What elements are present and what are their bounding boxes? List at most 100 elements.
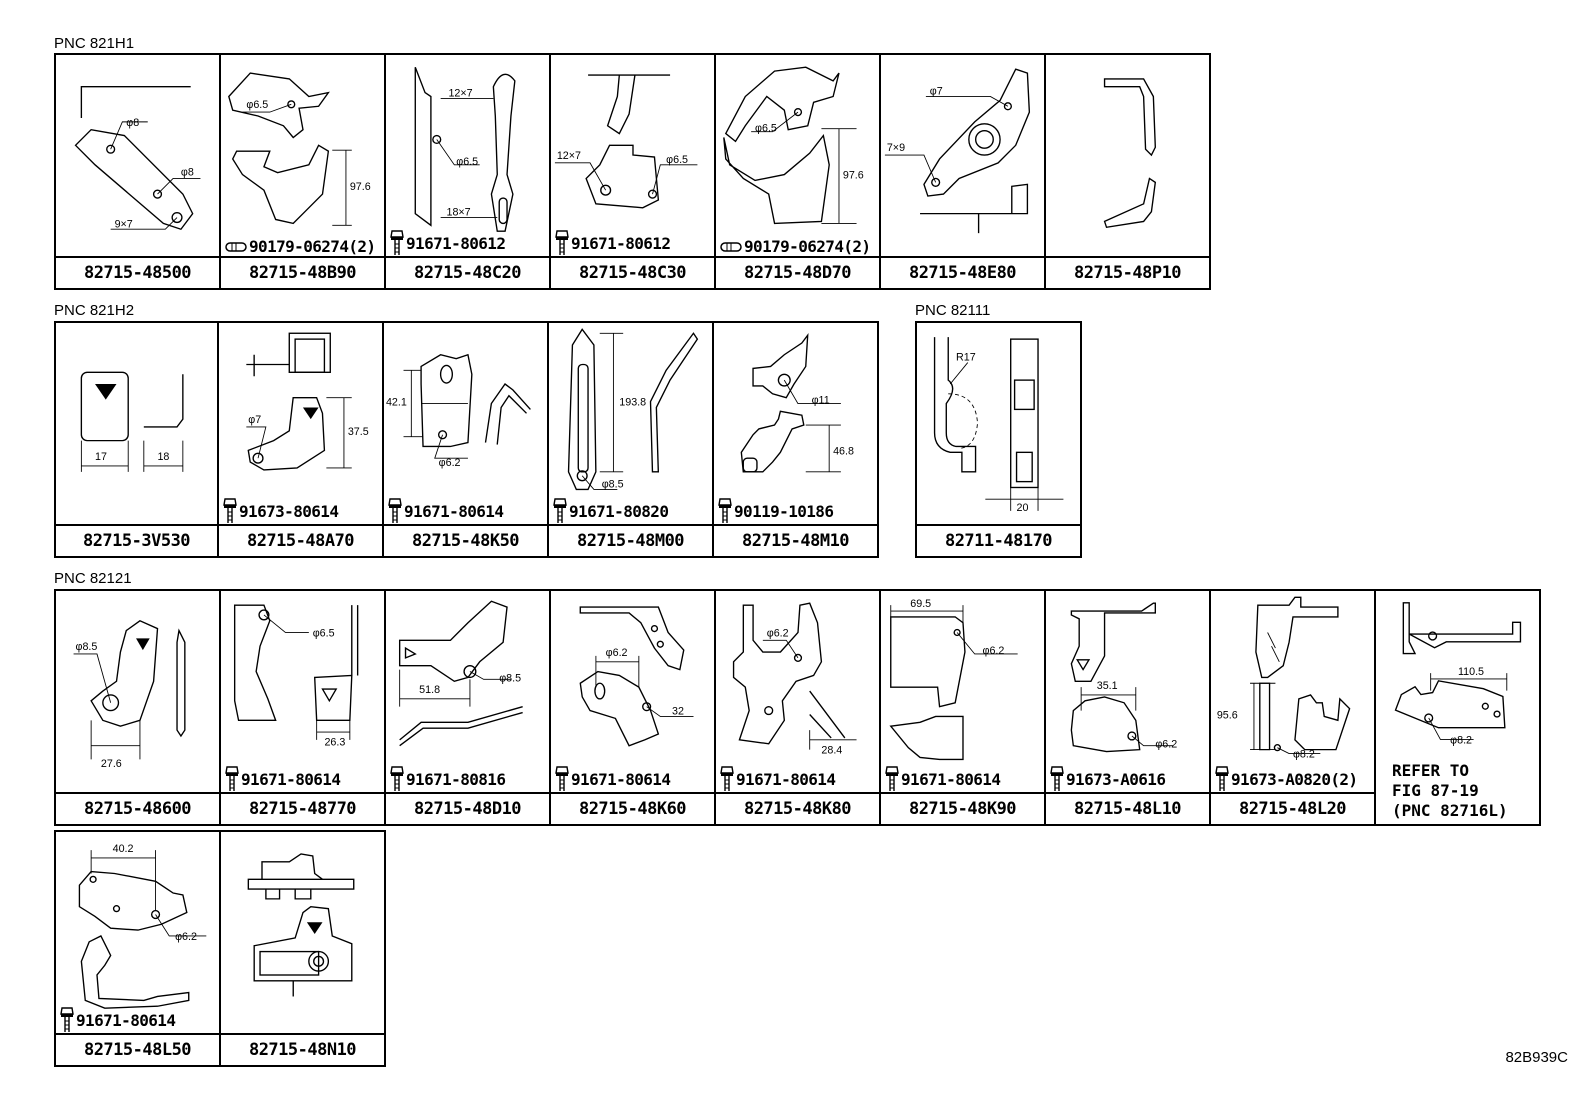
section-label-82111: PNC 82111 — [915, 302, 991, 319]
part-cell[interactable]: φ7 7×9 82715-48E80 — [879, 53, 1046, 290]
part-drawing: φ11 46.8 — [714, 323, 877, 528]
part-number: 82715-48M10 — [714, 524, 877, 556]
dim-label: 193.8 — [619, 396, 646, 408]
part-cell[interactable]: φ6.2 28.4 91671-80614 82715-48K80 — [714, 589, 881, 826]
part-number: 82715-48770 — [221, 792, 384, 824]
part-number: 82715-48K80 — [716, 792, 879, 824]
part-drawing: 42.1 φ6.2 — [384, 323, 547, 528]
part-number: 82715-48K60 — [551, 792, 714, 824]
dim-label: 32 — [672, 705, 684, 717]
part-number: 82715-48E80 — [881, 256, 1044, 288]
part-drawing: 17 18 — [56, 323, 217, 528]
part-cell[interactable]: φ8.5 51.8 91671-80816 82715-48D10 — [384, 589, 551, 826]
dim-label: φ8.2 — [1450, 734, 1472, 746]
fastener-number: 91671-80820 — [569, 501, 669, 521]
dim-label: φ6.5 — [313, 627, 335, 639]
part-cell[interactable]: 40.2 φ6.2 91671-80614 82715-48L50 — [54, 830, 221, 1067]
dim-label: 51.8 — [419, 684, 440, 696]
part-number: 82715-48500 — [56, 256, 219, 288]
dim-label: φ6.2 — [1155, 739, 1177, 751]
part-cell[interactable]: φ8 φ8 9×7 82715-48500 — [54, 53, 221, 290]
part-number: 82715-48C30 — [551, 256, 714, 288]
bolt-icon — [718, 498, 732, 523]
fastener-number: 90119-10186 — [734, 501, 834, 521]
section-label-821h2: PNC 821H2 — [54, 302, 135, 319]
fastener: 90179-06274(2) — [225, 237, 376, 256]
part-number: 82715-48L50 — [56, 1033, 219, 1065]
dim-label: 110.5 — [1458, 666, 1484, 678]
part-cell[interactable]: 82715-48P10 — [1044, 53, 1211, 290]
part-cell[interactable]: 17 18 82715-3V530 — [54, 321, 219, 558]
fastener-number: 91671-80614 — [571, 769, 671, 789]
dim-label: φ6.2 — [767, 627, 789, 639]
dim-label: 97.6 — [843, 169, 864, 181]
part-cell[interactable]: φ8.5 27.6 82715-48600 — [54, 589, 221, 826]
bolt-icon — [390, 766, 404, 791]
part-number: 82715-48P10 — [1046, 256, 1209, 288]
part-cell[interactable]: φ7 37.5 91673-80614 82715-48A70 — [217, 321, 384, 558]
part-cell[interactable]: 32 φ6.2 91671-80614 82715-48K60 — [549, 589, 716, 826]
fastener: 91671-80816 — [390, 766, 506, 792]
dim-label: 40.2 — [113, 843, 134, 855]
fastener: 91673-A0616 — [1050, 766, 1166, 792]
part-cell[interactable]: 69.5 φ6.2 91671-80614 82715-48K90 — [879, 589, 1046, 826]
part-number: 82715-48K50 — [384, 524, 547, 556]
dim-label: φ6.5 — [246, 99, 268, 111]
part-cell[interactable]: 42.1 φ6.2 91671-80614 82715-48K50 — [382, 321, 549, 558]
dim-label: φ8 — [181, 167, 194, 179]
part-cell[interactable]: R17 20 82711-48170 — [915, 321, 1082, 558]
refer-note: REFER TO FIG 87-19 (PNC 82716L) — [1392, 761, 1508, 820]
part-cell[interactable]: φ6.5 97.6 90179-06274(2) 82715-48D70 — [714, 53, 881, 290]
dim-label: φ6.2 — [983, 645, 1005, 657]
fastener: 91671-80614 — [555, 766, 671, 792]
part-drawing: φ6.5 26.3 — [221, 591, 384, 796]
dim-label: φ8.5 — [602, 478, 624, 490]
bolt-icon — [225, 766, 239, 791]
dim-label: 18 — [157, 451, 169, 463]
dim-label: 35.1 — [1097, 680, 1118, 692]
dim-label: φ8.5 — [499, 672, 521, 684]
part-cell[interactable]: 193.8 φ8.5 91671-80820 82715-48M00 — [547, 321, 714, 558]
fastener: 90179-06274(2) — [720, 237, 871, 256]
part-drawing: 12×7 φ6.5 — [551, 55, 714, 260]
part-number: 82715-48M00 — [549, 524, 712, 556]
fastener: 91671-80614 — [885, 766, 1001, 792]
part-cell[interactable]: φ6.5 97.6 90179-06274(2) 82715-48B90 — [219, 53, 386, 290]
fastener-number: 91671-80614 — [901, 769, 1001, 789]
part-drawing: φ7 7×9 — [881, 55, 1044, 260]
part-cell[interactable]: φ6.5 26.3 91671-80614 82715-48770 — [219, 589, 386, 826]
dim-label: 9×7 — [115, 218, 133, 230]
bolt-icon — [390, 230, 404, 255]
bolt-icon — [1215, 766, 1229, 791]
dim-label: 17 — [95, 451, 107, 463]
dim-label: 12×7 — [557, 150, 581, 162]
dim-label: 27.6 — [101, 758, 122, 770]
part-number: 82715-48A70 — [219, 524, 382, 556]
part-number: 82715-48D10 — [386, 792, 549, 824]
part-number: 82715-48N10 — [221, 1033, 384, 1065]
part-cell[interactable]: 95.6 φ8.2 91673-A0820(2) 82715-48L20 — [1209, 589, 1376, 826]
fastener: 91671-80614 — [720, 766, 836, 792]
bolt-icon — [1050, 766, 1064, 791]
part-cell[interactable]: 12×7 φ6.5 18×7 91671-80612 82715-48C20 — [384, 53, 551, 290]
part-cell[interactable]: 82715-48N10 — [219, 830, 386, 1067]
part-cell[interactable]: φ6.2 35.1 91673-A0616 82715-48L10 — [1044, 589, 1211, 826]
fastener-number: 91671-80612 — [406, 233, 506, 253]
part-number: 82715-48L10 — [1046, 792, 1209, 824]
fastener-number: 91673-A0616 — [1066, 769, 1166, 789]
dim-label: φ7 — [248, 414, 261, 426]
dim-label: φ6.2 — [175, 931, 197, 943]
part-drawing — [221, 832, 384, 1037]
part-cell[interactable]: 12×7 φ6.5 91671-80612 82715-48C30 — [549, 53, 716, 290]
dim-label: 42.1 — [386, 396, 407, 408]
bolt-icon — [553, 498, 567, 523]
part-cell[interactable]: φ11 46.8 90119-10186 82715-48M10 — [712, 321, 879, 558]
bolt-icon — [388, 498, 402, 523]
dim-label: 7×9 — [887, 142, 905, 154]
part-cell-refer[interactable]: 110.5 φ8.2 REFER TO FIG 87-19 (PNC 82716… — [1374, 589, 1541, 826]
fastener-number: 91671-80612 — [571, 233, 671, 253]
fastener: 91673-80614 — [223, 498, 339, 524]
dim-label: φ11 — [812, 395, 830, 407]
dim-label: 12×7 — [448, 87, 472, 99]
fastener: 91671-80614 — [388, 498, 504, 524]
